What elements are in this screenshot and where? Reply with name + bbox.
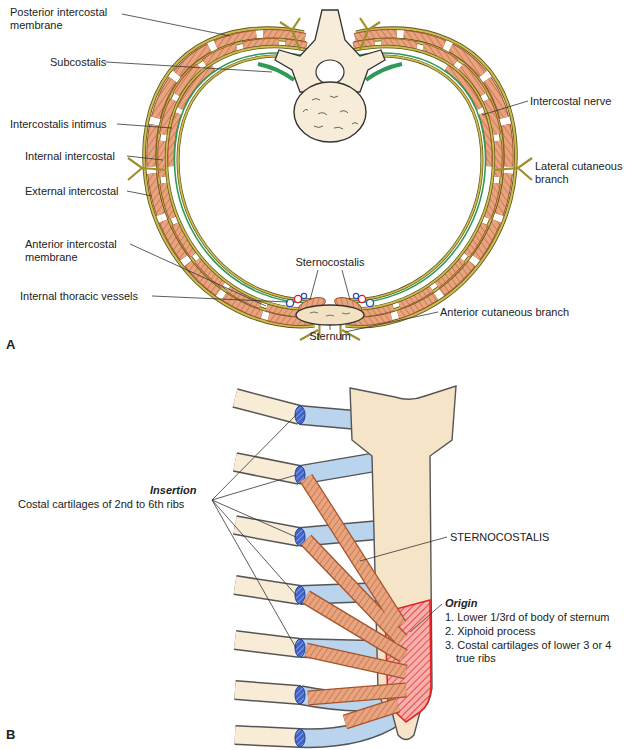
- costal-cartilage: [300, 415, 356, 420]
- muscle-slip-outline: [345, 705, 398, 722]
- insertion-mark: [295, 639, 305, 657]
- insertion-mark: [295, 729, 305, 747]
- rib-outline: [235, 640, 300, 648]
- structure-label: Internal intercostal: [25, 150, 135, 163]
- cartilage-outline: [300, 462, 376, 475]
- leader-line: [127, 156, 163, 160]
- leader-lines-a: [106, 14, 528, 332]
- rib-bone: [235, 585, 300, 595]
- structure-label: Lateral cutaneous branch: [535, 160, 633, 186]
- leader-line: [212, 415, 296, 500]
- attachment-item: 2. Xiphoid process: [445, 625, 630, 638]
- structure-label: Sternocostalis: [270, 256, 390, 269]
- insertion-mark: [295, 406, 305, 424]
- attachment-item: 3. Costal cartilages of lower 3 or 4 tru…: [445, 639, 628, 665]
- rib-bone: [235, 462, 300, 475]
- leader-line: [212, 475, 296, 500]
- leader-line: [330, 325, 331, 330]
- structure-label: Anterior cutaneous branch: [440, 306, 590, 319]
- leader-line: [106, 62, 272, 72]
- sternocostalis-muscle: [306, 478, 406, 722]
- leader-line: [482, 101, 528, 115]
- structure-label: Anterior intercostal membrane: [25, 238, 137, 264]
- sternum-front-view: [235, 386, 456, 747]
- ribs: [235, 398, 300, 738]
- costal-cartilage: [300, 462, 376, 475]
- rib-outline: [235, 735, 300, 738]
- rib-bone: [235, 690, 300, 695]
- sternum-section: [296, 305, 364, 325]
- leader-lines-b: [212, 415, 447, 648]
- rib-bone: [235, 640, 300, 648]
- sternocostalis-muscle: [306, 478, 406, 722]
- structure-label: Internal thoracic vessels: [20, 290, 160, 303]
- rib-outline: [235, 690, 300, 695]
- leader-line: [117, 124, 172, 128]
- rib-outline: [235, 462, 300, 475]
- vertebral-foramen: [316, 60, 344, 84]
- rib-bone: [235, 525, 300, 537]
- cartilage-joints: [295, 406, 305, 747]
- bone-texture: [303, 96, 358, 129]
- leader-line: [127, 191, 152, 196]
- leader-line: [122, 14, 230, 36]
- insertion-mark: [295, 686, 305, 704]
- leader-line: [152, 296, 288, 302]
- cartilage-outline: [300, 415, 356, 420]
- rib-bone: [235, 398, 300, 415]
- leader-line: [212, 500, 296, 648]
- leader-line: [310, 270, 318, 300]
- rib-outline: [235, 398, 300, 415]
- bone-texture: [310, 312, 350, 316]
- leader-line: [130, 244, 266, 306]
- structure-label: Intercostal nerve: [530, 95, 634, 108]
- muscle-slip: [345, 705, 398, 722]
- muscle-slip: [308, 690, 406, 698]
- attachment-heading: Insertion: [150, 484, 210, 497]
- rib-outline: [235, 585, 300, 595]
- muscle-slip: [306, 650, 406, 672]
- leader-line: [212, 500, 296, 537]
- leader-line: [360, 537, 447, 561]
- attachment-heading: Origin: [445, 597, 505, 610]
- leader-line: [345, 312, 438, 332]
- vertebral-body: [294, 82, 366, 142]
- rib-bone: [235, 735, 300, 738]
- structure-label: Posterior intercostal membrane: [10, 6, 135, 32]
- rib-outline: [235, 525, 300, 537]
- structure-label: Sternum: [290, 330, 370, 343]
- structure-label: Subcostalis: [50, 56, 130, 69]
- structure-label: Intercostalis intimus: [10, 118, 130, 131]
- muscle-slip-outline: [308, 690, 406, 698]
- vertebral-arch: [275, 10, 385, 92]
- leader-line: [342, 270, 350, 300]
- leader-line: [410, 604, 442, 632]
- leader-line: [212, 500, 296, 595]
- thorax-section: [128, 10, 532, 340]
- panel-letter: B: [6, 728, 26, 741]
- attachment-item: 1. Lower 1/3rd of body of sternum: [445, 611, 630, 624]
- attachment-text: Costal cartilages of 2nd to 6th ribs: [18, 498, 218, 511]
- sternocostalis-muscle: [306, 478, 406, 722]
- muscle-name: STERNOCOSTALIS: [450, 531, 580, 544]
- panel-letter: A: [6, 338, 26, 351]
- structure-label: External intercostal: [25, 185, 135, 198]
